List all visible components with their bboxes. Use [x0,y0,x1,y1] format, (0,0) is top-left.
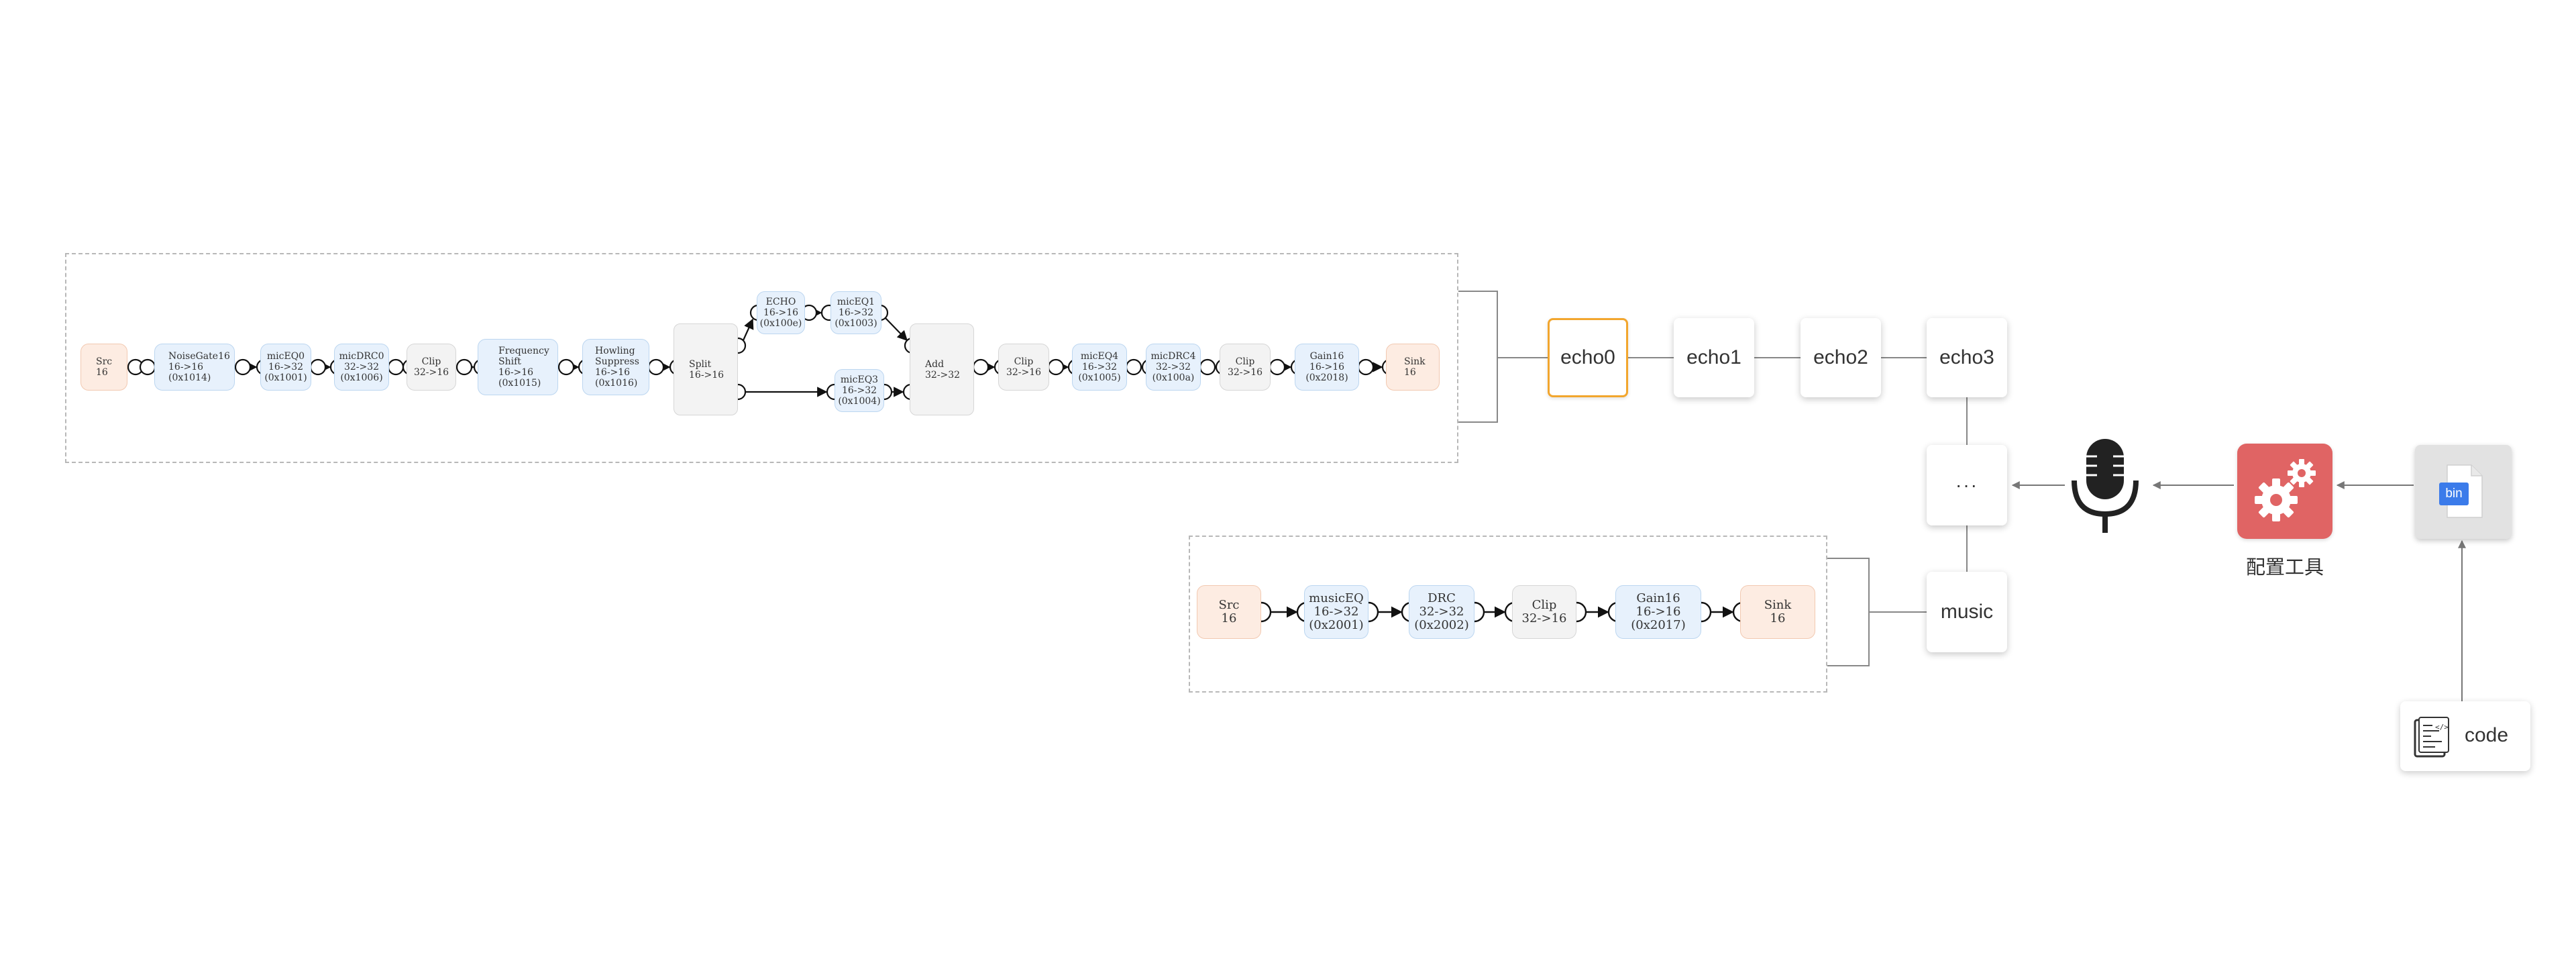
mode-more-card[interactable]: ··· [1927,445,2007,525]
svg-text:</>: </> [2435,723,2449,731]
music-chain-frame [1189,536,1827,693]
mode-music-card[interactable]: music [1927,572,2007,652]
block-micdrc0[interactable]: micDRC0 32->32 (0x1006) [334,344,389,391]
block-split[interactable]: Split 16->16 [674,323,738,415]
block-clip-3[interactable]: Clip 32->16 [1220,344,1271,391]
config-tool-label: 配置工具 [2245,556,2324,578]
config-tool-icon[interactable] [2237,444,2332,539]
block-miceq0[interactable]: micEQ0 16->32 (0x1001) [260,344,311,391]
block-noisegate[interactable]: NoiseGate16 16->16 (0x1014) [154,344,235,391]
bin-file-tile[interactable]: bin [2415,445,2512,539]
code-file-icon: </> [2414,717,2449,758]
code-card[interactable]: </> code [2400,701,2530,771]
block-music-eq[interactable]: musicEQ 16->32 (0x2001) [1304,585,1368,639]
main-chain-frame [65,253,1458,463]
block-sink[interactable]: Sink 16 [1386,344,1440,391]
miceq1-add-arrow [885,317,908,342]
mode-echo0-card[interactable]: echo0 [1548,318,1628,397]
block-clip-1[interactable]: Clip 32->16 [407,344,456,391]
block-music-drc[interactable]: DRC 32->32 (0x2002) [1409,585,1474,639]
split-echo-arrow [742,318,754,341]
clip1-freqshift-out-port [455,358,473,376]
block-add[interactable]: Add 32->32 [910,323,974,415]
block-miceq1[interactable]: micEQ1 16->32 (0x1003) [830,291,881,334]
code-label: code [2465,724,2509,746]
mode-echo2-card[interactable]: echo2 [1801,318,1881,397]
block-src[interactable]: Src 16 [80,344,127,391]
block-music-sink[interactable]: Sink 16 [1740,585,1815,639]
block-echo[interactable]: ECHO 16->16 (0x100e) [757,291,805,334]
mode-echo1-card[interactable]: echo1 [1674,318,1754,397]
freqshift-howling-out-port [557,358,575,376]
block-howling-suppress[interactable]: Howling Suppress 16->16 (0x1016) [582,339,649,395]
noisegate-miceq0-out-port [234,358,252,376]
block-miceq3[interactable]: micEQ3 16->32 (0x1004) [835,369,884,412]
block-music-src[interactable]: Src 16 [1197,585,1261,639]
block-music-gain16[interactable]: Gain16 16->16 (0x2017) [1615,585,1701,639]
bin-icon-label: bin [2445,487,2463,501]
block-micdrc4[interactable]: micDRC4 32->32 (0x100a) [1146,344,1201,391]
microphone-icon [2066,438,2144,536]
block-music-clip[interactable]: Clip 32->16 [1512,585,1576,639]
block-gain16[interactable]: Gain16 16->16 (0x2018) [1295,344,1359,391]
mode-echo3-card[interactable]: echo3 [1927,318,2007,397]
block-frequency-shift[interactable]: Frequency Shift 16->16 (0x1015) [478,339,558,395]
gear-icon [2255,459,2316,521]
block-clip-2[interactable]: Clip 32->16 [998,344,1049,391]
bin-file-icon [2439,464,2483,518]
block-miceq4[interactable]: micEQ4 16->32 (0x1005) [1072,344,1127,391]
